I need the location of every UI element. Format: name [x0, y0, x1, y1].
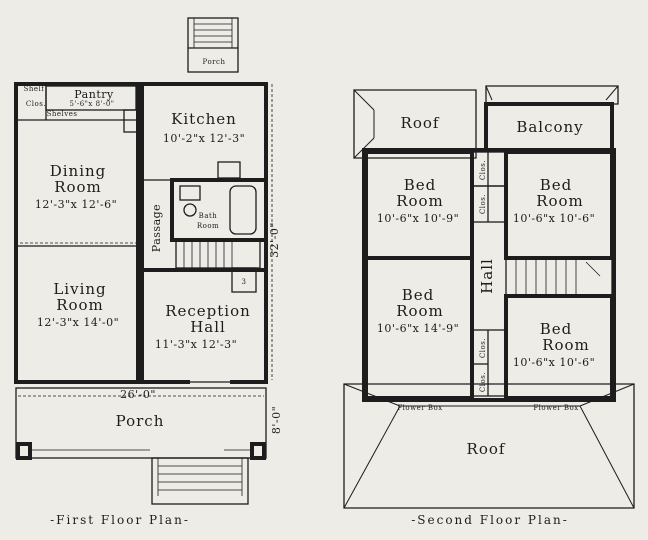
bed1-name-line1: Bed — [404, 176, 437, 194]
hall-label: Hall — [478, 258, 496, 294]
flower-box-right: Flower Box — [533, 404, 578, 412]
roof-bottom-label: Roof — [467, 440, 506, 458]
first-floor-caption: -First Floor Plan- — [50, 513, 190, 527]
width-dimension: 26'-0" — [120, 388, 156, 401]
bed4-size: 10'-6"x 10'-6" — [513, 356, 595, 369]
closet-label-3: Clos. — [479, 338, 487, 358]
dining-name-line2: Room — [54, 178, 102, 196]
bed3-name-line2: Room — [396, 302, 444, 320]
bed2-name-line2: Room — [536, 192, 584, 210]
roof-top-label: Roof — [401, 114, 440, 132]
front-porch-steps — [187, 17, 239, 73]
living-size: 12'-3"x 14'-0" — [37, 316, 119, 329]
closet-label-2: Clos. — [479, 194, 487, 214]
first-floor-plan: Porch 3 — [14, 17, 283, 527]
bed2-size: 10'-6"x 10'-6" — [513, 212, 595, 225]
bed4-name-line2: Room — [542, 336, 590, 354]
porch-top-label: Porch — [203, 58, 226, 66]
closet-label-1: Clos. — [479, 160, 487, 180]
kitchen-size: 10'-2"x 12'-3" — [163, 132, 245, 145]
bottom-roof — [343, 383, 635, 509]
pantry-size: 5'-6"x 8'-0" — [69, 100, 114, 108]
bed4-name-line1: Bed — [540, 320, 573, 338]
first-floor-clos-label: Clos. — [26, 100, 46, 108]
bath-name-line1: Bath — [199, 212, 218, 220]
shelves-label: Shelves — [47, 110, 78, 118]
balcony-label: Balcony — [516, 118, 583, 136]
pantry-name: Pantry — [74, 88, 114, 101]
closet-label-4: Clos. — [479, 372, 487, 392]
dining-size: 12'-3"x 12'-6" — [35, 198, 117, 211]
second-floor-stairs — [505, 257, 613, 297]
second-floor-caption: -Second Floor Plan- — [411, 513, 569, 527]
stair-number: 3 — [242, 278, 247, 286]
bath-room-walls — [170, 178, 268, 242]
first-floor-stairs: 3 — [175, 239, 261, 293]
dining-name-line1: Dining — [50, 162, 107, 180]
living-name-line2: Room — [56, 296, 104, 314]
shelf-label: Shelf — [24, 85, 46, 93]
bed1-size: 10'-6"x 10'-9" — [377, 212, 459, 225]
reception-name-line2: Hall — [190, 318, 226, 336]
rear-porch: 26'-0" — [15, 387, 267, 505]
reception-size: 11'-3"x 12'-3" — [155, 338, 237, 351]
bed2-name-line1: Bed — [540, 176, 573, 194]
bed1-name-line2: Room — [396, 192, 444, 210]
bath-name-line2: Room — [197, 222, 219, 230]
second-floor-plan: Roof Balcony — [343, 85, 635, 527]
porch-bottom-label: Porch — [116, 412, 165, 430]
porch-dimension: 8'-0" — [270, 406, 283, 434]
bed3-name-line1: Bed — [402, 286, 435, 304]
top-roof — [353, 85, 619, 159]
kitchen-name: Kitchen — [171, 110, 237, 128]
bed3-size: 10'-6"x 14'-9" — [377, 322, 459, 335]
flower-box-left: Flower Box — [397, 404, 442, 412]
reception-name-line1: Reception — [165, 302, 251, 320]
living-name-line1: Living — [53, 280, 106, 298]
depth-dimension: 32'-0" — [268, 222, 281, 258]
passage-label: Passage — [150, 204, 163, 252]
